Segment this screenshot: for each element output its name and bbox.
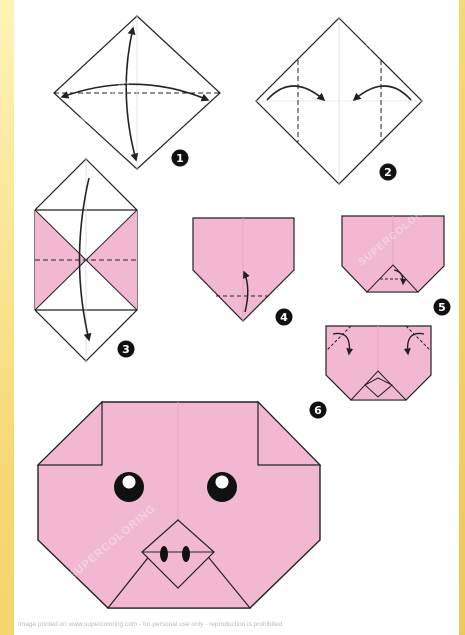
svg-text:6: 6 xyxy=(314,404,322,417)
step-6-diagram xyxy=(326,326,431,400)
step-number-badge: 1 xyxy=(172,150,189,167)
step-number-badge: 5 xyxy=(434,299,451,316)
step-4-diagram xyxy=(193,218,294,321)
step-1-diagram xyxy=(54,16,220,169)
step-3-diagram xyxy=(35,159,137,361)
copyright-credit: Image printed on www.supercoloring.com -… xyxy=(18,621,438,628)
right-eye xyxy=(207,472,237,502)
left-eye xyxy=(114,472,144,502)
finished-pig-face xyxy=(38,402,320,608)
step-2-diagram xyxy=(256,18,422,184)
watermark: SUPERCOLORING xyxy=(330,502,422,582)
step-5-diagram xyxy=(342,216,444,292)
svg-text:2: 2 xyxy=(384,166,392,179)
step-number-badge: 4 xyxy=(276,309,293,326)
svg-text:4: 4 xyxy=(280,311,288,324)
right-nostril xyxy=(182,546,190,562)
svg-text:3: 3 xyxy=(122,343,130,356)
left-nostril xyxy=(160,546,168,562)
step-number-badge: 2 xyxy=(380,164,397,181)
svg-text:5: 5 xyxy=(438,301,446,314)
step-number-badge: 3 xyxy=(118,341,135,358)
left-ear xyxy=(38,402,102,465)
svg-text:1: 1 xyxy=(176,152,184,165)
step-number-badge: 6 xyxy=(310,402,327,419)
